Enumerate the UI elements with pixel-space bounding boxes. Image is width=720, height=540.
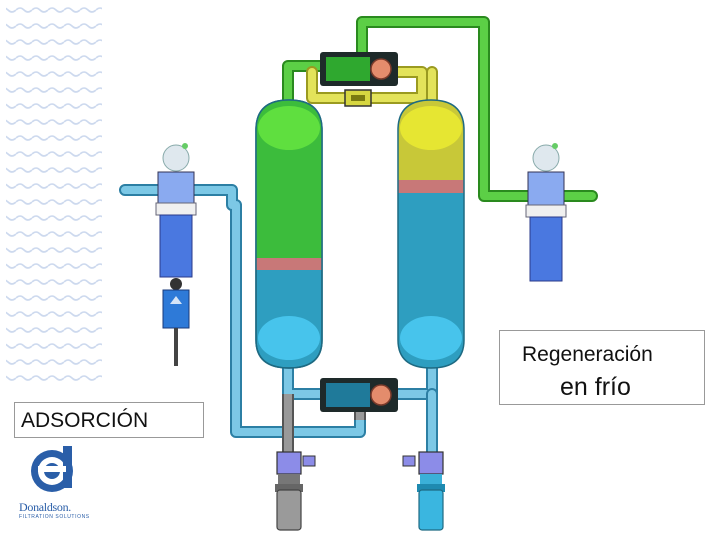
outlet-afterfilter: [525, 143, 567, 282]
top-switching-valve: [320, 52, 398, 86]
right-drain-valve: [402, 451, 444, 484]
right-regeneration-tower: [397, 99, 465, 369]
left-drain-valve: [276, 451, 316, 484]
adsorption-label-box: ADSORCIÓN: [14, 402, 204, 438]
inlet-prefilter: [155, 143, 197, 366]
left-adsorption-tower: [255, 99, 323, 369]
regeneration-label-box: Regeneración en frío: [499, 330, 705, 405]
decorative-band: [6, 6, 102, 386]
brand-name: Donaldson.: [19, 500, 71, 514]
adsorption-label: ADSORCIÓN: [21, 409, 149, 432]
regeneration-label: Regeneración: [522, 343, 653, 366]
left-silencer: [275, 484, 303, 531]
yellow-piping: [306, 66, 438, 106]
bottom-switching-valve: [320, 378, 398, 412]
brand-tagline: FILTRATION SOLUTIONS: [19, 514, 90, 520]
regeneration-mode-label: en frío: [560, 373, 631, 401]
donaldson-logo-icon: [31, 446, 73, 492]
green-piping: [282, 16, 598, 202]
right-silencer: [417, 484, 445, 531]
